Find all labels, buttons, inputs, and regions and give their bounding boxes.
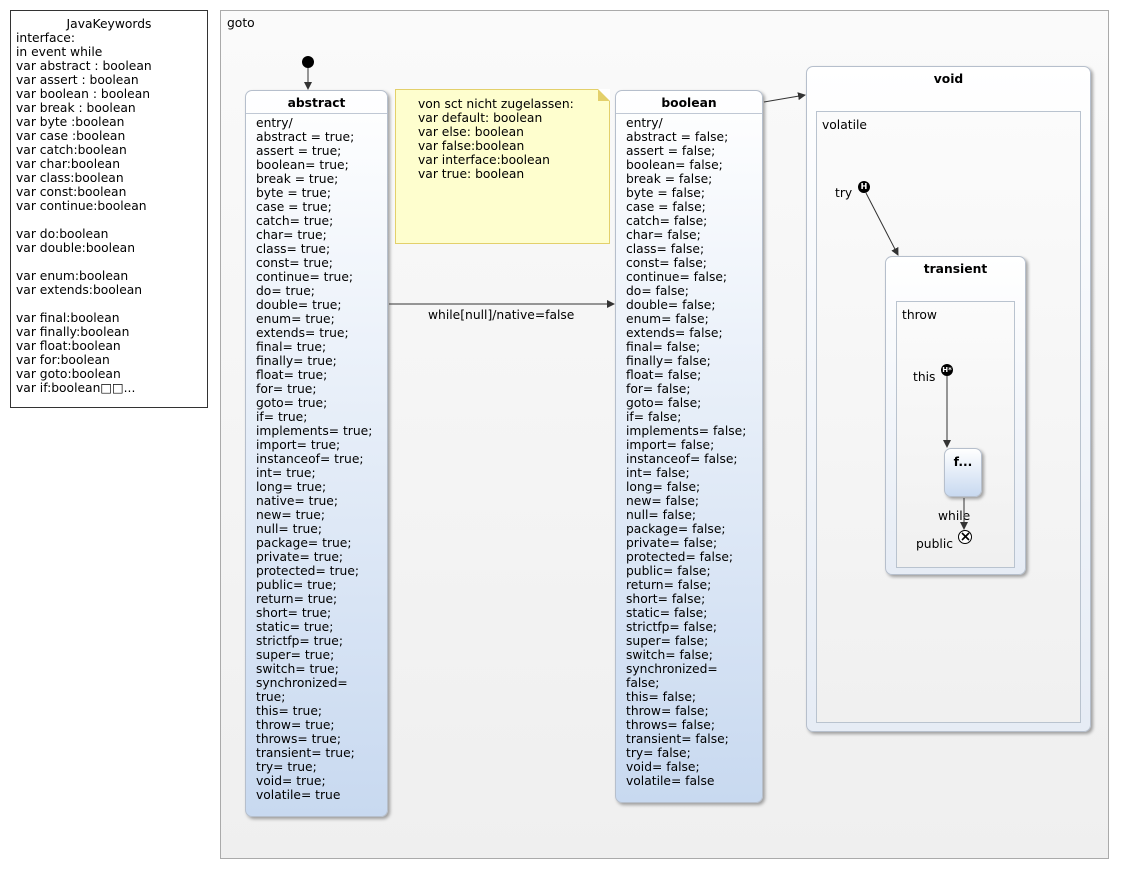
history-label: try [835, 186, 853, 200]
state-abstract-actions: entry/ abstract = true; assert = true; b… [256, 116, 373, 802]
state-boolean-divider [616, 113, 762, 114]
state-f-name: f... [953, 455, 973, 469]
state-abstract-name: abstract [287, 96, 346, 110]
state-boolean[interactable]: boolean entry/ abstract = false; assert … [615, 90, 763, 803]
state-f[interactable]: f... [944, 448, 982, 497]
definition-section: JavaKeywords interface: in event while v… [10, 10, 208, 408]
edge-history-to-transient [865, 192, 899, 256]
state-abstract[interactable]: abstract entry/ abstract = true; assert … [245, 90, 388, 817]
main-region-label: goto [227, 16, 255, 30]
note-fold [598, 89, 610, 101]
history-icon[interactable]: H [858, 181, 870, 193]
state-abstract-divider [246, 113, 387, 114]
region-volatile-label: volatile [822, 118, 867, 132]
note-text: von sct nicht zugelassen: var default: b… [418, 97, 574, 181]
note[interactable]: von sct nicht zugelassen: var default: b… [395, 89, 610, 244]
edge-boolean-to-void [763, 92, 806, 103]
exit-transition-label[interactable]: while [938, 509, 971, 523]
deep-history-label: this [913, 370, 936, 384]
region-throw [896, 301, 1015, 568]
deep-history-icon[interactable]: H* [941, 364, 953, 376]
final-state-label: public [916, 537, 953, 551]
state-boolean-name: boolean [661, 96, 717, 110]
transition-main-label[interactable]: while[null]/native=false [428, 308, 575, 322]
final-state-cross [960, 532, 970, 541]
state-boolean-actions: entry/ abstract = false; assert = false;… [626, 116, 747, 788]
state-void-name: void [933, 72, 964, 86]
state-transient-name: transient [923, 262, 988, 276]
initial-state-icon[interactable] [302, 56, 314, 68]
definition-text: interface: in event while var abstract :… [16, 31, 152, 395]
final-state-icon[interactable] [958, 530, 972, 544]
region-throw-label: throw [902, 308, 937, 322]
definition-title: JavaKeywords [66, 17, 152, 31]
